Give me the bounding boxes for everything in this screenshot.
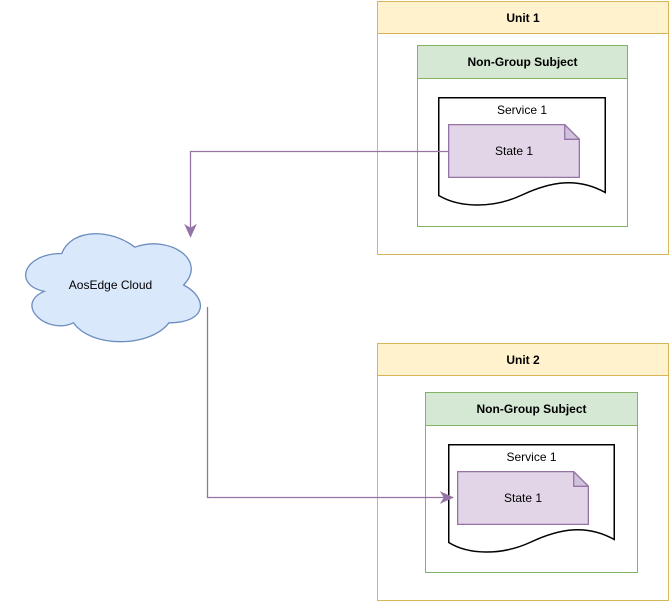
unit-2-service-document: Service 1 State 1	[448, 444, 615, 554]
note-shape	[448, 124, 580, 178]
unit-2-state-note: State 1	[457, 471, 589, 525]
note-shape	[457, 471, 589, 525]
unit-1-title: Unit 1	[378, 2, 668, 34]
unit-1-service-document: Service 1 State 1	[438, 97, 606, 207]
unit-2-subject-title: Non-Group Subject	[426, 393, 637, 426]
cloud-outline	[25, 233, 201, 343]
unit-1-service-label: Service 1	[496, 103, 548, 117]
cloud-shape	[25, 233, 201, 343]
unit-1-container: Unit 1 Non-Group Subject Service 1 State…	[377, 1, 669, 255]
unit-2-title: Unit 2	[378, 344, 668, 376]
unit-1-state-label: State 1	[494, 144, 534, 158]
unit-2-service-label: Service 1	[506, 450, 557, 464]
cloud-label: AosEdge Cloud	[68, 278, 153, 292]
unit-1-subject-container: Non-Group Subject Service 1 State 1	[417, 45, 628, 227]
unit-1-subject-title: Non-Group Subject	[418, 46, 627, 79]
unit-1-state-note: State 1	[448, 124, 580, 178]
unit-2-subject-container: Non-Group Subject Service 1 State 1	[425, 392, 638, 573]
unit-2-container: Unit 2 Non-Group Subject Service 1 State…	[377, 343, 669, 601]
unit-2-state-label: State 1	[503, 491, 543, 505]
